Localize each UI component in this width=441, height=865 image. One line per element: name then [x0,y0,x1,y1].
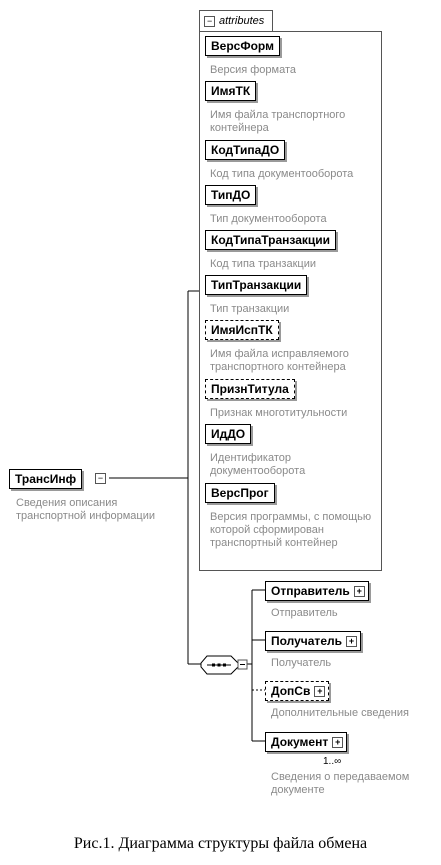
child-element-box[interactable]: Документ+ [265,732,348,752]
root-element-name: ТрансИнф [15,472,77,486]
attribute-box[interactable]: ПризнТитула [205,379,295,399]
child-element-description: Получатель [271,657,332,669]
expand-icon[interactable]: + [346,636,357,647]
attribute-description: Признак многотитульности [210,407,348,419]
attribute-name: ВерсПрог [211,486,269,500]
attribute-description: Код типа документооборота [210,168,354,180]
attribute-box[interactable]: ТипДО [205,185,257,205]
attribute-description: Имя файла транспортного контейнера [210,109,346,134]
attribute-description: Версия формата [210,64,296,76]
child-element-name: Отправитель [271,584,350,598]
expand-icon[interactable]: + [353,586,365,597]
attribute-box[interactable]: ВерсПрог [205,483,275,503]
attribute-name: КодТипаДО [211,143,280,157]
attributes-label: attributes [219,15,265,27]
attribute-box[interactable]: ИмяИспТК [205,320,279,340]
multiplicity-label: 1..∞ [323,756,342,767]
attribute-description: Тип документооборота [210,213,327,225]
attribute-description: Тип транзакции [210,303,290,315]
child-element-description: Дополнительные сведения [271,707,409,719]
child-element-box[interactable]: ДопСв+ [265,681,330,701]
child-element-box[interactable]: Получатель + [265,631,361,651]
root-collapse-icon[interactable]: − [95,473,106,484]
attribute-description: Версия программы, с помощью которой сфор… [210,511,372,549]
attribute-name: ИдДО [211,427,246,441]
expand-icon[interactable]: + [332,737,344,748]
attribute-name: ПризнТитула [211,382,289,396]
attribute-description: Имя файла исправляемого транспортного ко… [210,348,349,373]
attribute-name: ИмяИспТК [211,323,273,337]
child-element-name: Получатель [271,634,342,648]
attribute-box[interactable]: КодТипаТранзакции [205,230,337,250]
attribute-name: КодТипаТранзакции [211,233,331,247]
attribute-box[interactable]: КодТипаДО [205,140,286,160]
attribute-description: Код типа транзакции [210,258,316,270]
child-element-box[interactable]: Отправитель+ [265,581,369,601]
child-element-description: Отправитель [271,607,338,619]
expand-icon[interactable]: + [314,686,326,697]
attribute-name: ИмяТК [211,84,251,98]
attribute-name: ВерсФорм [211,39,274,53]
attribute-box[interactable]: ВерсФорм [205,36,280,56]
attribute-box[interactable]: ТипТранзакции [205,275,308,295]
child-element-description: Сведения о передаваемом документе [271,771,410,796]
attributes-tab[interactable]: − attributes [199,10,273,32]
attribute-box[interactable]: ИмяТК [205,81,257,101]
child-element-name: Документ [271,735,329,749]
attributes-frame [199,31,382,571]
child-element-name: ДопСв [271,684,311,698]
attribute-name: ТипТранзакции [211,278,302,292]
root-element-description: Сведения описания транспортной информаци… [16,497,156,522]
attribute-description: Идентификатор документооборота [210,452,306,477]
root-element-box[interactable]: ТрансИнф [9,469,83,489]
attribute-box[interactable]: ИдДО [205,424,252,444]
sequence-compositor-icon[interactable] [200,655,248,675]
attribute-name: ТипДО [211,188,251,202]
attributes-collapse-icon[interactable]: − [204,16,215,27]
figure-caption: Рис.1. Диаграмма структуры файла обмена [73,835,368,852]
